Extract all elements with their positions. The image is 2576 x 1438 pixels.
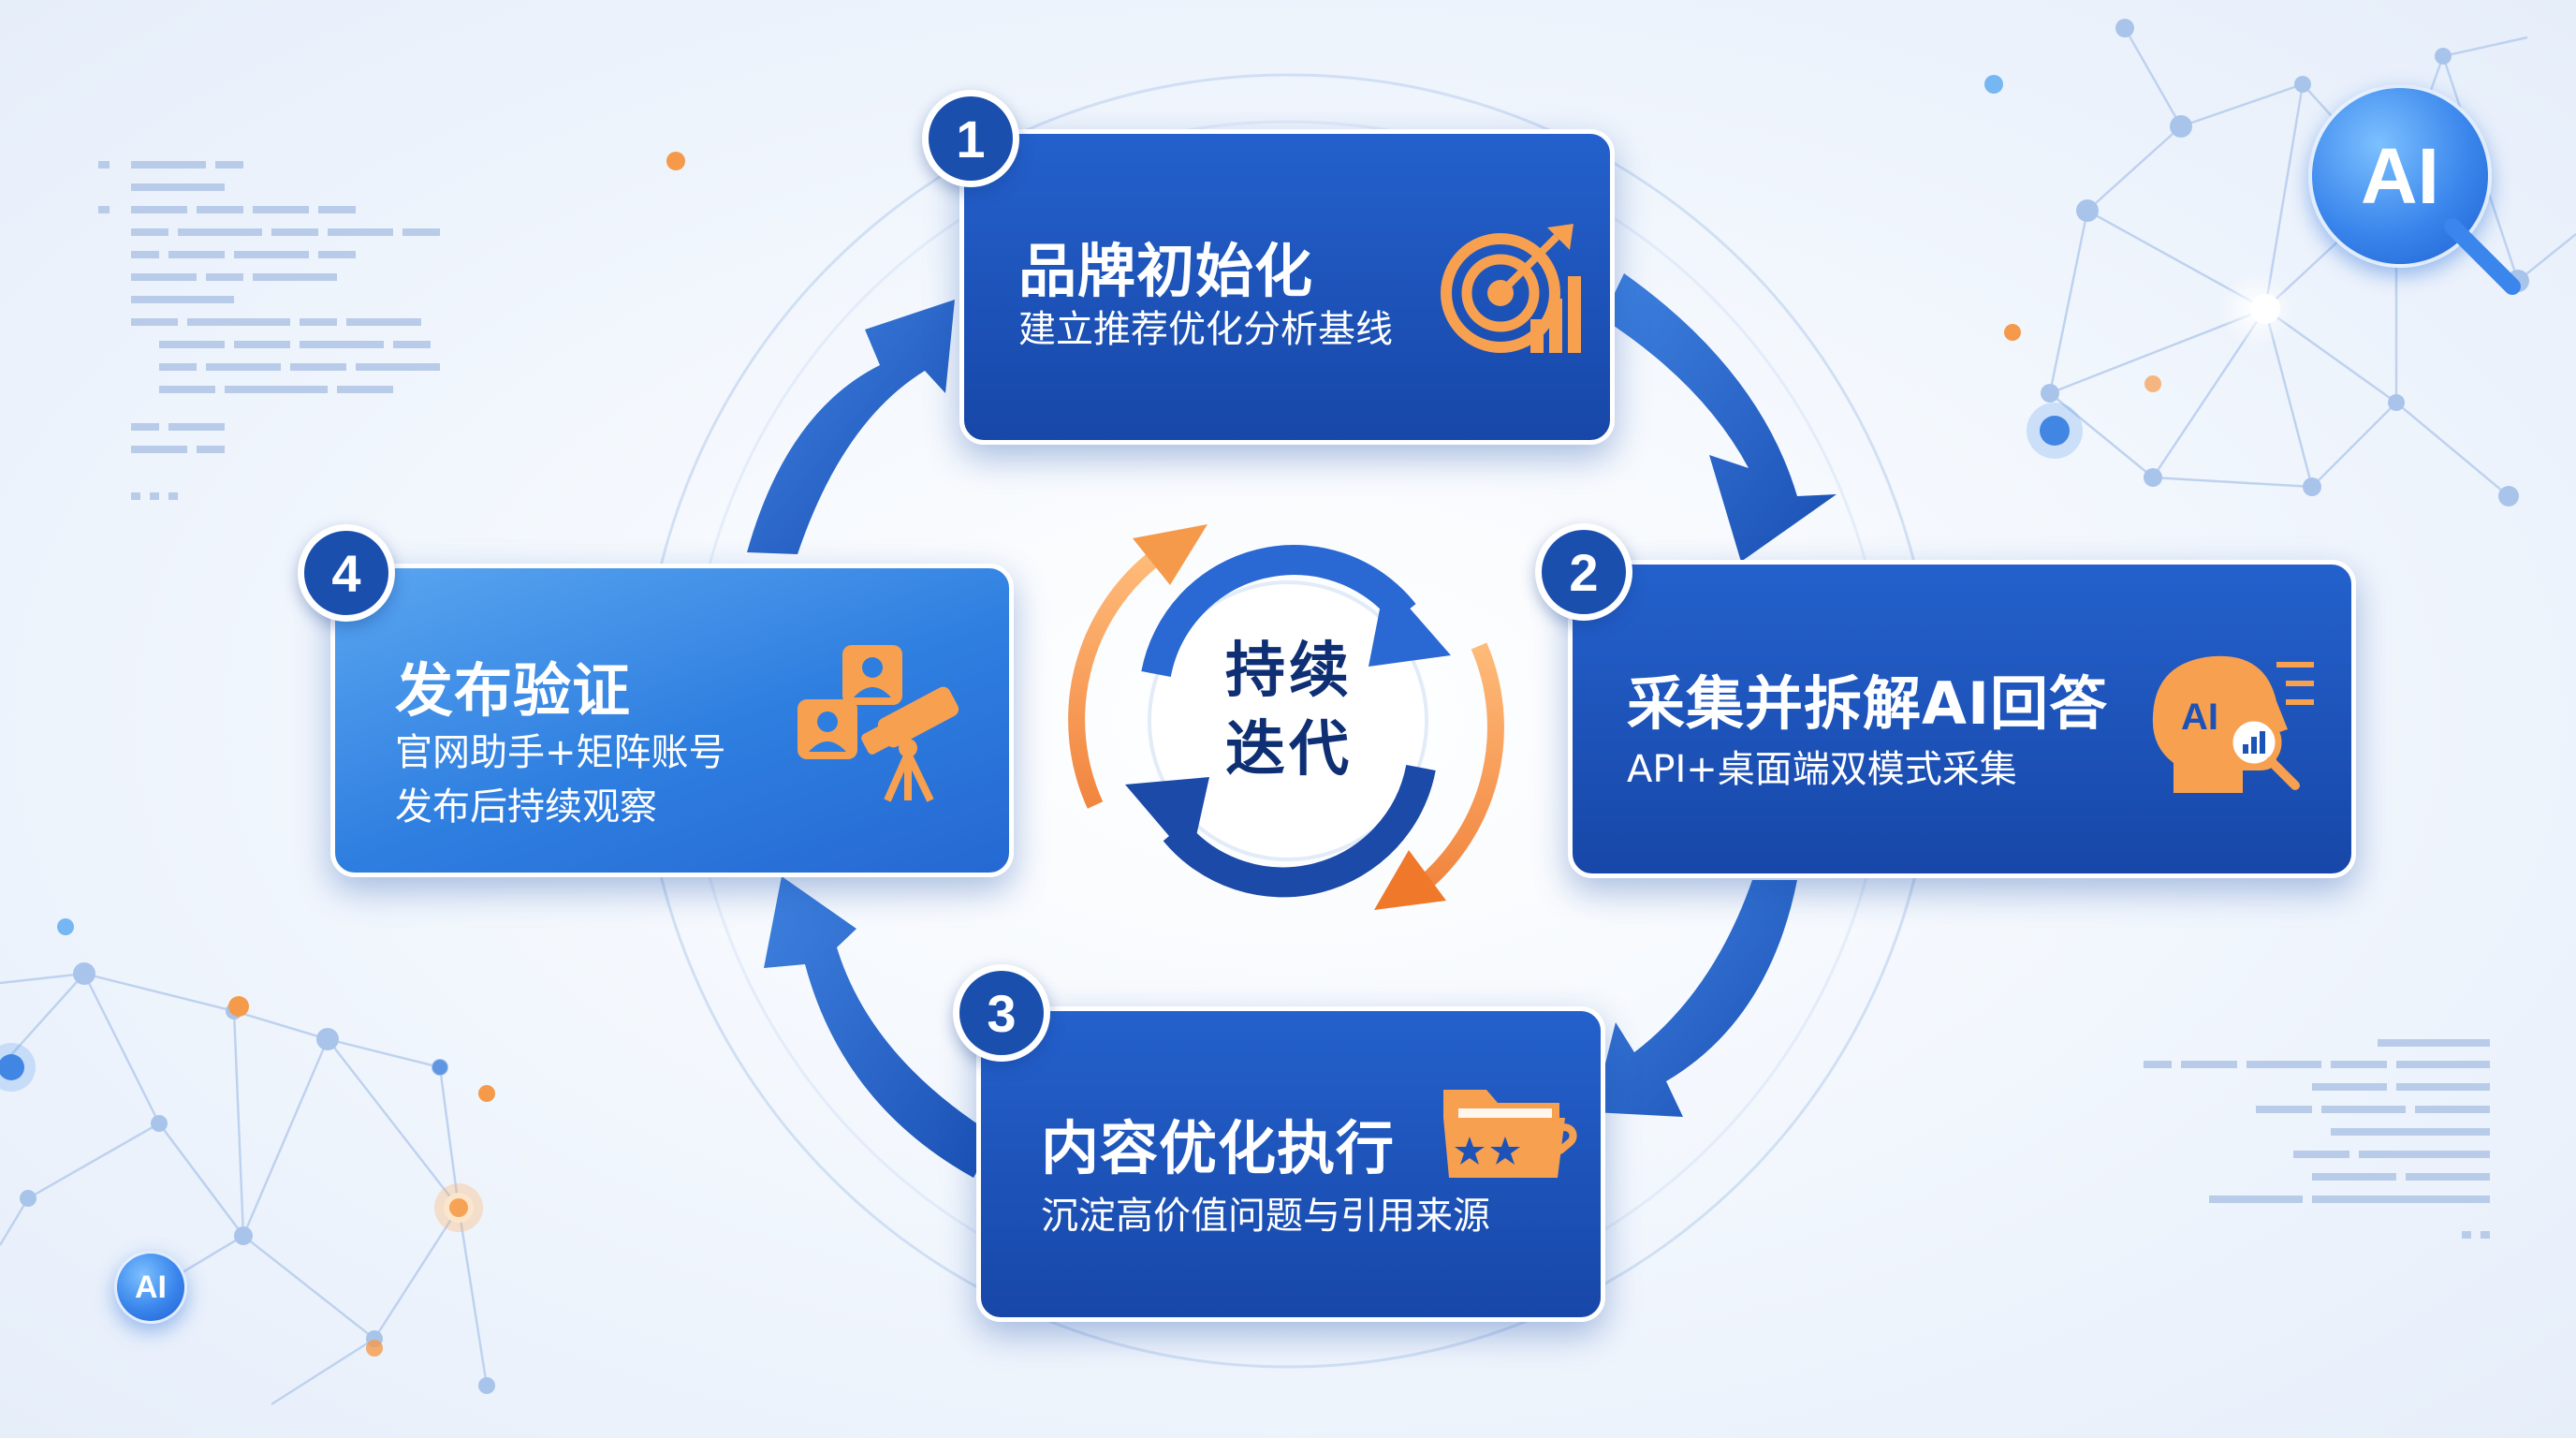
step-3-title: 内容优化执行	[1041, 1114, 1396, 1182]
arrow-2-to-3	[1593, 880, 1797, 1117]
arrow-1-to-2	[1603, 273, 1837, 562]
step-card-3: 内容优化执行 沉淀高价值问题与引用来源	[976, 1006, 1605, 1322]
center-label-line1: 持续	[1225, 637, 1353, 706]
folder-link-icon	[1443, 1090, 1577, 1178]
step-4-desc-line2: 发布后持续观察	[395, 785, 657, 829]
step-4-badge: 4	[298, 524, 395, 622]
code-lines-bottom-right	[2144, 1039, 2490, 1239]
center-iterate-label: 持续 迭代	[1177, 632, 1401, 789]
cycle-arrows	[747, 273, 1837, 1178]
network-mesh-bottom-left	[0, 972, 489, 1406]
ai-badge-bottom-left: AI	[114, 1251, 187, 1324]
arrow-4-to-1	[747, 300, 955, 554]
step-2-title: 采集并拆解AI回答	[1627, 669, 2109, 738]
step-1-desc: 建立推荐优化分析基线	[1018, 308, 1393, 351]
step-1-badge: 1	[922, 90, 1019, 187]
center-cycle	[1068, 524, 1504, 910]
step-2-badge: 2	[1535, 523, 1632, 621]
step-3-desc: 沉淀高价值问题与引用来源	[1041, 1195, 1490, 1238]
step-3-badge: 3	[953, 964, 1050, 1062]
step-4-title: 发布验证	[395, 656, 632, 725]
step-card-2: 采集并拆解AI回答 API+桌面端双模式采集 AI	[1568, 560, 2356, 878]
ai-head-analysis-icon: AI	[2152, 655, 2314, 793]
target-chart-icon	[1441, 224, 1581, 353]
step-1-title: 品牌初始化	[1018, 237, 1314, 305]
code-lines-top-left	[98, 161, 440, 500]
arrow-3-to-4	[764, 876, 997, 1178]
step-card-4: 发布验证 官网助手+矩阵账号 发布后持续观察	[330, 564, 1014, 877]
step-2-desc: API+桌面端双模式采集	[1627, 748, 2017, 791]
step-card-1: 品牌初始化 建立推荐优化分析基线	[959, 129, 1615, 445]
svg-text:AI: AI	[2181, 697, 2218, 738]
network-nodes-bottom-left	[20, 962, 495, 1394]
ai-badge-top-right: AI	[2308, 84, 2492, 268]
center-label-line2: 迭代	[1225, 715, 1353, 785]
step-4-desc-line1: 官网助手+矩阵账号	[395, 731, 726, 774]
magnifier-icon	[2444, 218, 2521, 295]
people-telescope-icon	[798, 645, 959, 802]
